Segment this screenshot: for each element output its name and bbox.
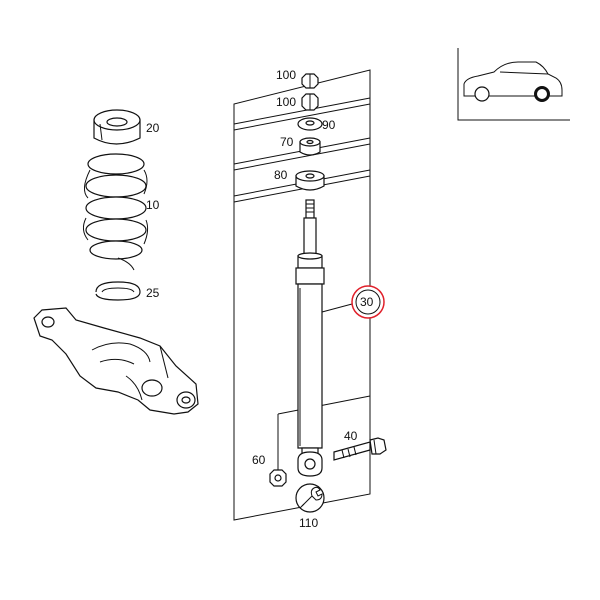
callout-30-highlight[interactable]: 30 — [351, 285, 385, 319]
part-70-bushing[interactable]: 70 — [280, 135, 321, 156]
label-25: 25 — [146, 286, 160, 300]
callout-ring — [355, 289, 381, 315]
label-90: 90 — [322, 118, 336, 132]
label-80: 80 — [274, 168, 288, 182]
label-20: 20 — [146, 121, 160, 135]
rear-wheel-marker — [534, 86, 550, 102]
label-100-lower: 100 — [276, 95, 296, 109]
part-100-top-nut[interactable]: 100 — [276, 68, 319, 89]
label-10: 10 — [146, 198, 160, 212]
label-100-top: 100 — [276, 68, 296, 82]
part-20-spring-pad[interactable]: 20 — [93, 109, 160, 145]
car-silhouette-icon — [463, 61, 563, 102]
wrench-icon — [299, 486, 323, 509]
part-40-bolt[interactable]: 40 — [333, 429, 387, 461]
part-100-lower-nut[interactable]: 100 — [276, 93, 319, 111]
label-110: 110 — [299, 516, 318, 530]
part-10-coil-spring[interactable]: 10 — [82, 153, 160, 271]
part-90-washer[interactable]: 90 — [297, 117, 336, 132]
vehicle-inset — [457, 48, 570, 121]
control-arm — [33, 307, 199, 415]
label-60: 60 — [252, 453, 266, 467]
part-80-bushing[interactable]: 80 — [274, 168, 325, 191]
label-30: 30 — [360, 295, 374, 309]
label-70: 70 — [280, 135, 294, 149]
part-110-torque[interactable]: 110 — [295, 483, 325, 530]
part-25-isolator[interactable]: 25 — [95, 281, 160, 301]
label-40: 40 — [344, 429, 358, 443]
part-60-nut[interactable]: 60 — [252, 453, 287, 487]
inset-frame — [457, 48, 570, 121]
part-30-shock-absorber[interactable] — [295, 199, 353, 477]
